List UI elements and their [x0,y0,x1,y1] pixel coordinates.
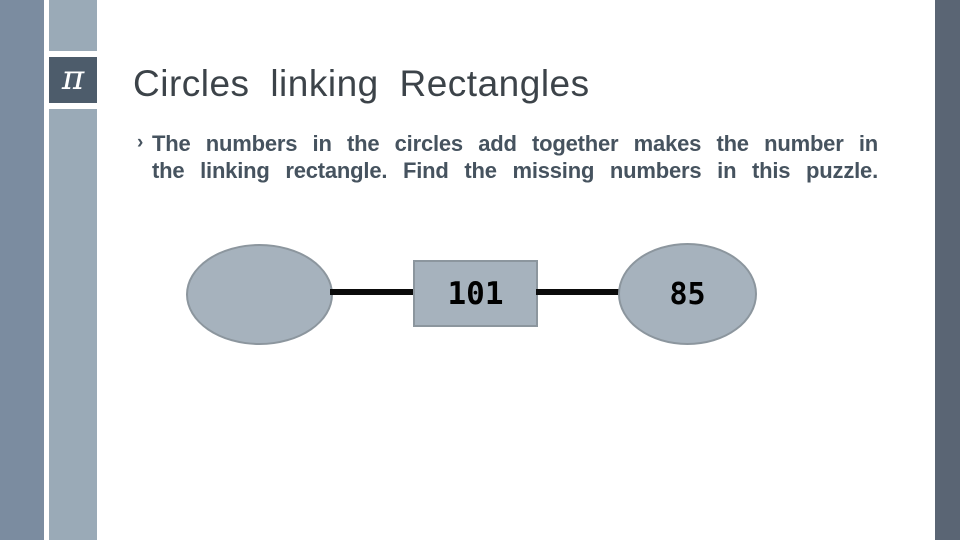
right-accent-bar [935,0,960,540]
pi-logo-box: π [49,57,97,103]
bullet-text: The numbers in the circles add together … [152,130,878,184]
rectangle-node: 101 [413,260,538,327]
pi-icon: π [61,58,85,98]
bullet-marker: › [137,132,144,153]
bullet-paragraph: › The numbers in the circles add togethe… [137,130,878,184]
bullet-line-1: The numbers in the circles add together … [152,131,878,156]
bullet-line-2: the linking rectangle. Find the missing … [152,158,878,183]
left-accent-bar [0,0,44,540]
circle-node-right: 85 [618,243,757,345]
circle-node-left [186,244,333,345]
connector-line-left [330,289,415,295]
connector-line-right [536,289,620,295]
slide-title: Circles linking Rectangles [133,63,590,104]
